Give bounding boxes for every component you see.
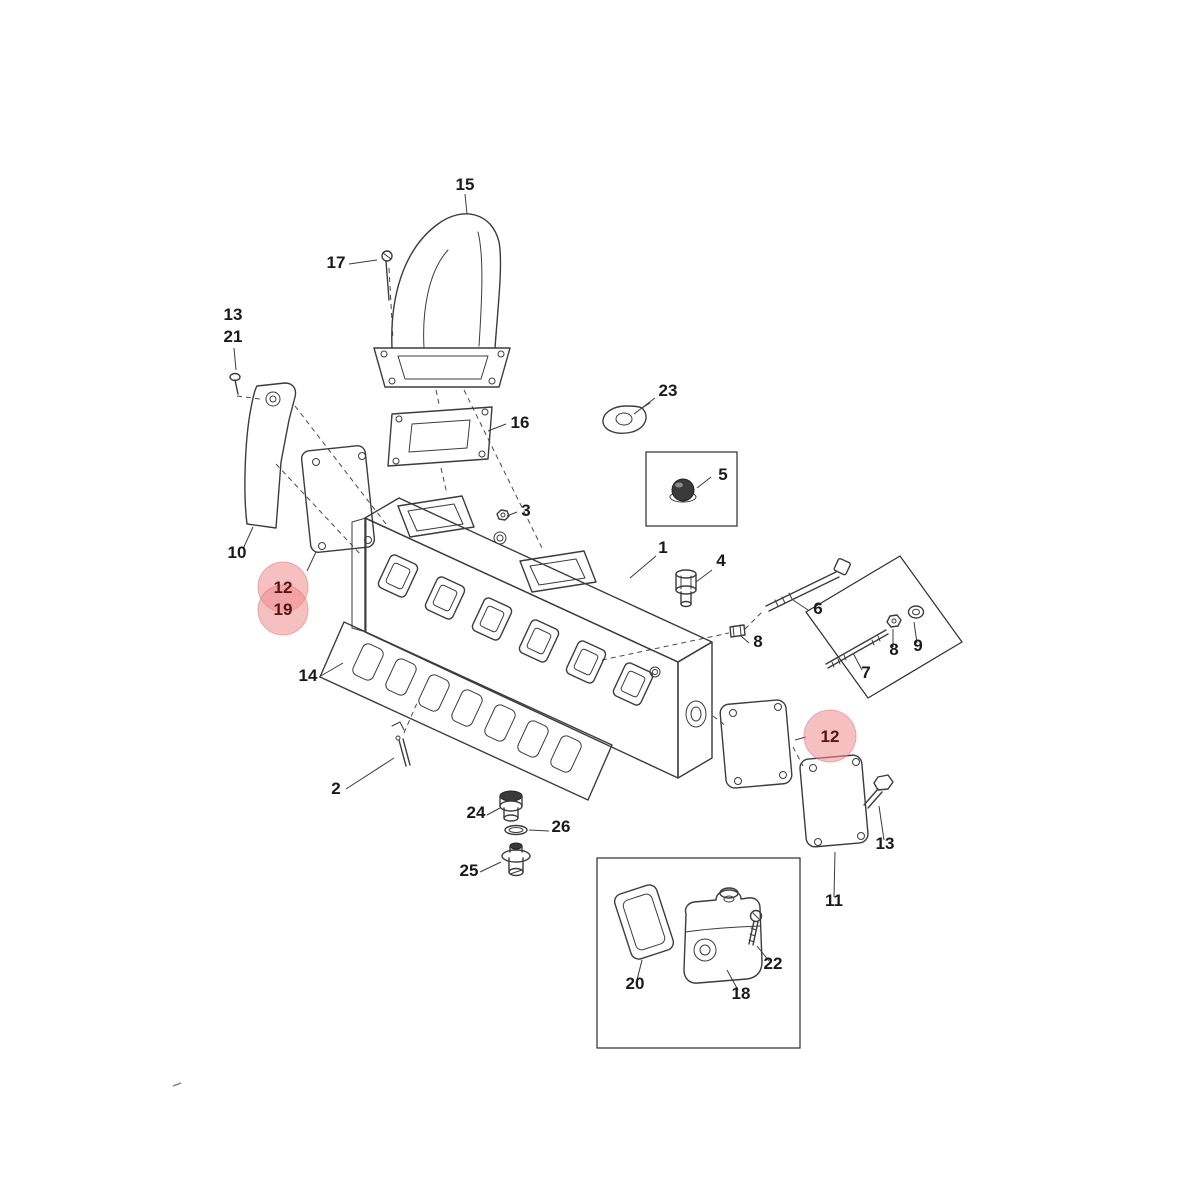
pipe-plug-drawing <box>499 790 523 822</box>
callout-13-top-label: 13 <box>224 305 243 324</box>
manifold-body-drawing <box>351 495 713 779</box>
stud-nut-drawing <box>729 624 746 638</box>
highlight-circle-12-right <box>803 709 857 763</box>
callout-15-label: 15 <box>456 175 475 194</box>
callout-19-label: 19 <box>274 600 293 619</box>
callout-26-label: 26 <box>552 817 571 836</box>
callout-8-left-label: 8 <box>753 632 762 651</box>
callout-22-label: 22 <box>764 954 783 973</box>
manifold-gasket-drawing <box>319 621 613 801</box>
callout-2-label: 2 <box>331 779 340 798</box>
small-stud-drawing <box>391 721 411 767</box>
callout-5-label: 5 <box>718 465 727 484</box>
elbow-gasket-drawing <box>387 406 493 467</box>
small-nut-drawing <box>496 509 510 521</box>
cover-bolt-drawing <box>863 774 894 809</box>
assembly-alignment-lines <box>236 267 804 767</box>
drain-fitting-drawing <box>501 842 531 877</box>
drain-assembly-box <box>596 857 801 1049</box>
callout-17-label: 17 <box>327 253 346 272</box>
plug-box <box>645 451 738 527</box>
end-cover-plate-drawing <box>799 754 869 848</box>
left-end-plate-drawing <box>300 445 376 553</box>
manifold-ports <box>377 554 654 706</box>
exhaust-elbow-drawing <box>373 213 511 388</box>
callout-24-label: 24 <box>467 803 486 822</box>
callout-13-right-label: 13 <box>876 834 895 853</box>
callout-4-label: 4 <box>716 551 726 570</box>
callout-16-label: 16 <box>511 413 530 432</box>
callout-18-label: 18 <box>732 984 751 1003</box>
long-bolt-drawing <box>765 557 851 612</box>
right-end-cap-drawing <box>719 699 793 789</box>
callout-14-label: 14 <box>299 666 318 685</box>
callout-21-label: 21 <box>224 327 243 346</box>
callout-23-label: 23 <box>659 381 678 400</box>
stud-kit-box <box>805 555 963 699</box>
callout-1-label: 1 <box>658 538 667 557</box>
callout-7-label: 7 <box>861 663 870 682</box>
o-ring-drawing <box>504 824 528 836</box>
callout-3-label: 3 <box>521 501 530 520</box>
mounting-bracket-drawing <box>244 382 297 529</box>
callout-labels: 15 17 13 21 23 16 5 3 1 4 10 12 19 6 8 9… <box>224 175 923 1003</box>
highlight-markers <box>257 561 857 763</box>
callout-12-left-label: 12 <box>274 578 293 597</box>
stray-mark <box>172 1082 182 1087</box>
callout-20-label: 20 <box>626 974 645 993</box>
callout-6-label: 6 <box>813 599 822 618</box>
small-screw-drawing <box>229 372 241 395</box>
highlight-circle-19-left <box>257 584 309 636</box>
callout-12-right-label: 12 <box>821 727 840 746</box>
brass-fitting-drawing <box>675 569 697 608</box>
callout-8-box-label: 8 <box>889 640 898 659</box>
callout-11-label: 11 <box>825 891 843 910</box>
elbow-bolt-drawing <box>381 250 393 301</box>
callout-leader-lines <box>233 193 918 991</box>
callout-9-label: 9 <box>913 636 922 655</box>
callout-10-label: 10 <box>228 543 247 562</box>
callout-25-label: 25 <box>460 861 479 880</box>
